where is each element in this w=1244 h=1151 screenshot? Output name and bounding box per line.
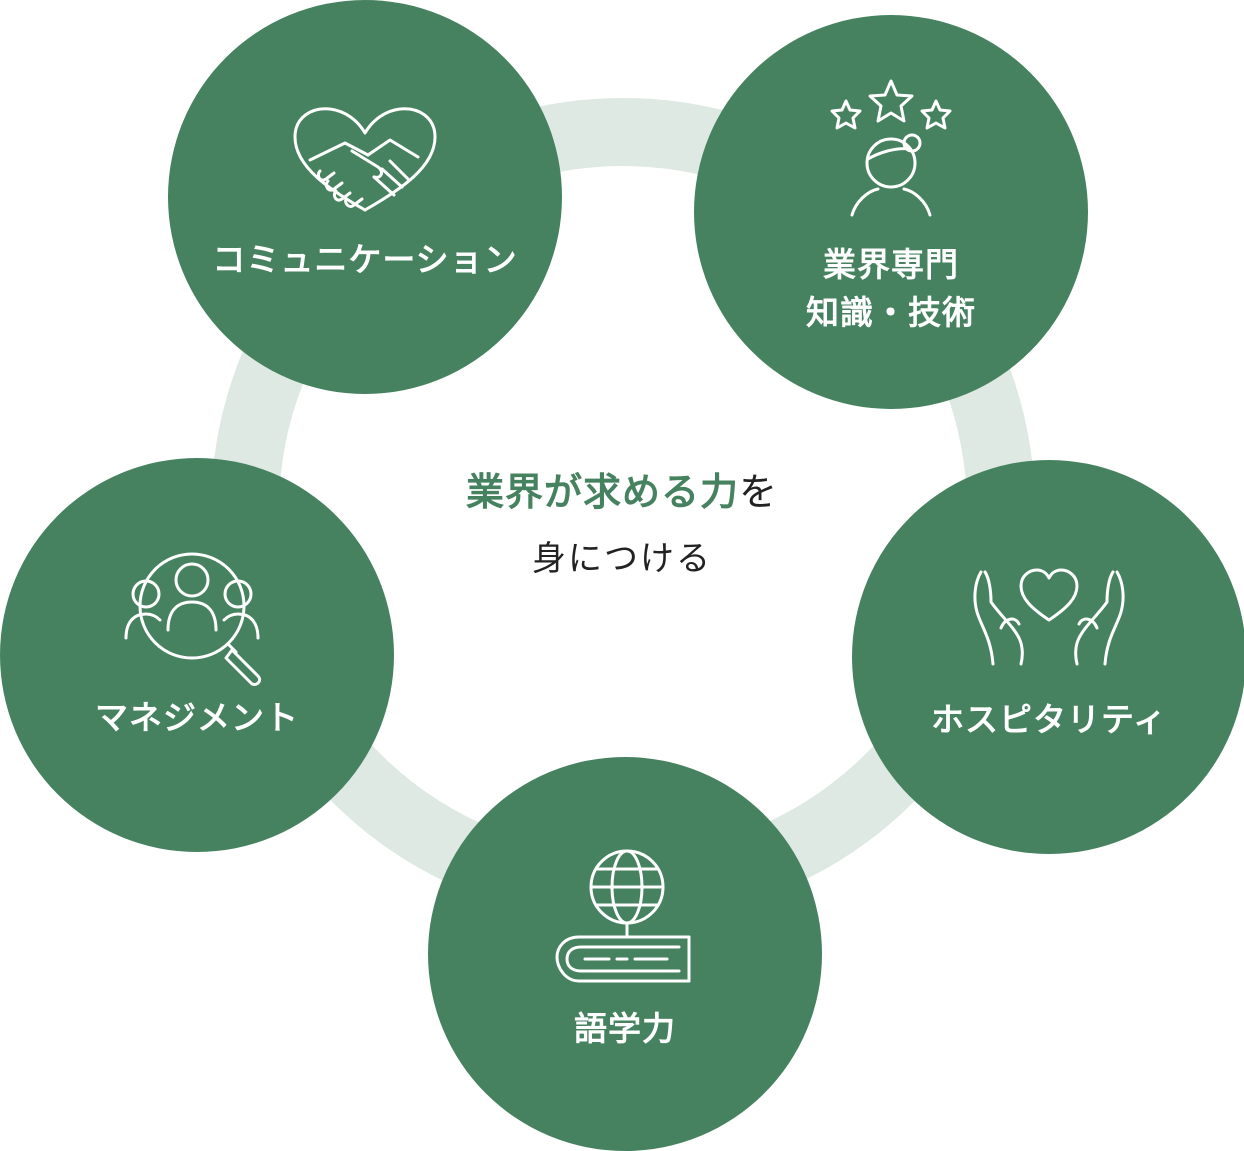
center-caption: 業界が求める力を 身につける: [380, 462, 864, 584]
skill-label-hospitality: ホスピタリティ: [852, 696, 1244, 744]
skill-node-expertise: 業界専門 知識・技術: [694, 15, 1088, 409]
person-stars-icon: [826, 79, 956, 219]
label-line: 語学力: [574, 1009, 676, 1048]
skill-label-management: マネジメント: [0, 694, 394, 742]
skill-node-hospitality: ホスピタリティ: [852, 460, 1244, 854]
skill-label-language: 語学力: [428, 1005, 822, 1053]
caption-line-1: 業界が求める力を: [380, 462, 864, 522]
handshake-heart-icon: [290, 105, 440, 215]
skill-label-expertise: 業界専門 知識・技術: [694, 241, 1088, 337]
caption-highlight: 業界が求める力: [465, 470, 739, 514]
globe-book-icon: [555, 847, 695, 987]
caption-line-2: 身につける: [532, 539, 712, 579]
label-line: コミュニケーション: [212, 240, 518, 279]
label-line: ホスピタリティ: [930, 700, 1168, 739]
label-line: 業界専門: [823, 245, 959, 284]
team-magnifier-icon: [122, 550, 272, 690]
label-line: マネジメント: [95, 698, 299, 737]
skill-node-communication: コミュニケーション: [168, 0, 562, 394]
label-line: 知識・技術: [806, 293, 976, 332]
caption-suffix: を: [739, 470, 779, 514]
skill-node-language: 語学力: [428, 757, 822, 1151]
hands-heart-icon: [971, 568, 1127, 668]
skill-node-management: マネジメント: [0, 458, 394, 852]
skill-label-communication: コミュニケーション: [168, 236, 562, 284]
